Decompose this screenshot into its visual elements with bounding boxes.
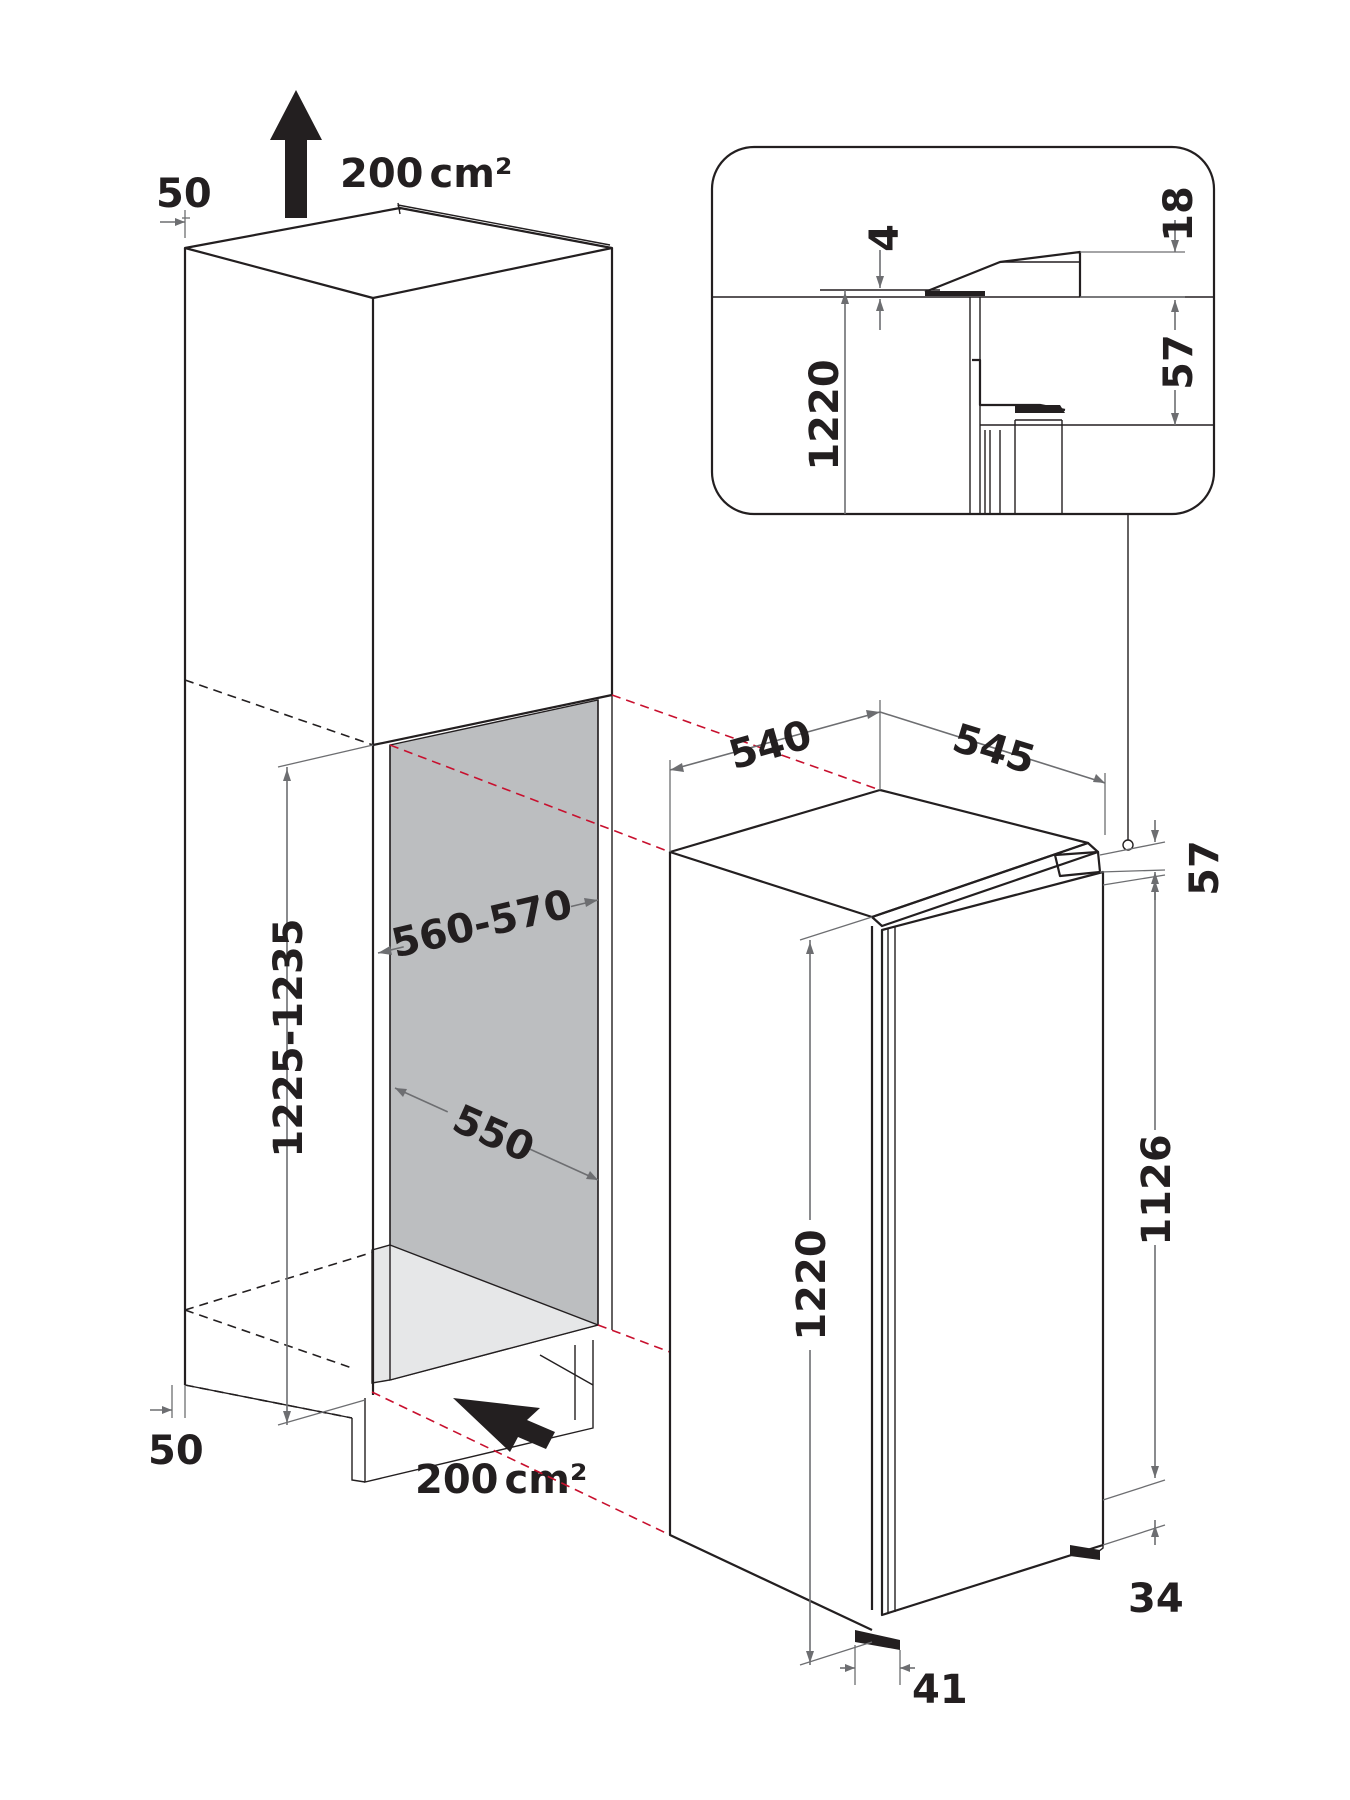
gap-bottom-label: 50 (148, 1428, 204, 1474)
cabinet-drawing (150, 90, 614, 1483)
appliance-bottom-offset-label: 34 (1128, 1576, 1184, 1622)
vent-in-arrow (453, 1398, 555, 1452)
niche-floor (371, 1244, 601, 1384)
detail-dim-4: 4 (862, 224, 908, 252)
appliance-width-label: 540 (724, 712, 817, 779)
appliance-drawing (668, 700, 1166, 1685)
appliance-door-height-label: 1126 (1134, 1134, 1180, 1245)
niche-height-label: 1225-1235 (266, 918, 312, 1157)
alignment-lines (371, 694, 881, 1536)
gap-top-label: 50 (156, 171, 212, 217)
detail-dim-1220: 1220 (802, 359, 848, 470)
appliance-door (880, 870, 1105, 1617)
detail-dim-18: 18 (1156, 186, 1202, 242)
detail-inset (710, 145, 1216, 851)
appliance-foot-depth-label: 41 (912, 1667, 968, 1713)
appliance-top-offset-label: 57 (1182, 840, 1228, 896)
vent-up-arrow (270, 90, 322, 218)
detail-dim-57: 57 (1156, 334, 1202, 390)
appliance-height-label: 1220 (789, 1229, 835, 1340)
appliance-depth-label: 545 (947, 715, 1040, 783)
